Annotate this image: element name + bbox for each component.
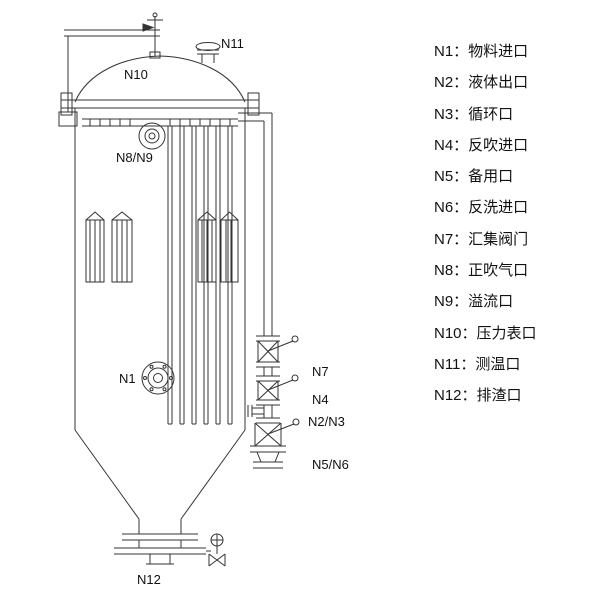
label-n5-n6: N5/N6 bbox=[312, 457, 349, 472]
tube-sheet bbox=[82, 118, 238, 127]
label-n12: N12 bbox=[137, 572, 161, 587]
legend-item-n12: N12：排渣口 bbox=[434, 387, 522, 405]
label-n7: N7 bbox=[312, 364, 329, 379]
valve-stack bbox=[247, 335, 300, 469]
legend-item-n1: N1：物料进口 bbox=[434, 43, 529, 60]
diagram-labels: N10 N11 N8/N9 N1 N7 N4 N2/N3 N5/N6 N12 bbox=[116, 36, 349, 587]
vessel-diagram: N10 N11 N8/N9 N1 N7 N4 N2/N3 N5/N6 N12 bbox=[58, 12, 349, 587]
legend-item-n9: N9：溢流口 bbox=[434, 293, 514, 311]
n1-flange bbox=[141, 361, 175, 395]
label-n1: N1 bbox=[119, 371, 136, 386]
bottom-outlet bbox=[114, 533, 226, 567]
legend-item-n2: N2：液体出口 bbox=[434, 74, 529, 92]
label-n11: N11 bbox=[221, 36, 244, 51]
vessel-head bbox=[74, 55, 246, 103]
davit-arm bbox=[58, 12, 163, 127]
tube-bundle bbox=[167, 126, 233, 425]
legend-item-n5: N5：备用口 bbox=[434, 168, 514, 186]
legend-item-n11: N11：测温口 bbox=[434, 355, 521, 373]
label-n2-n3: N2/N3 bbox=[308, 414, 345, 429]
legend-item-n6: N6：反洗进口 bbox=[434, 199, 529, 217]
filter-elements-right bbox=[197, 211, 239, 283]
legend-item-n4: N4：反吹进口 bbox=[434, 136, 529, 154]
cone-bottom bbox=[74, 429, 246, 534]
legend-item-n3: N3：循环口 bbox=[434, 105, 514, 123]
body-flange bbox=[60, 92, 260, 116]
label-n10: N10 bbox=[124, 67, 148, 82]
label-n4: N4 bbox=[312, 392, 329, 407]
filter-elements-left bbox=[85, 211, 133, 283]
legend-item-n10: N10：压力表口 bbox=[434, 324, 537, 342]
legend-item-n7: N7：汇集阀门 bbox=[434, 230, 529, 248]
outlet-pipe bbox=[238, 112, 273, 336]
n11-nozzle bbox=[195, 42, 221, 63]
nozzle-legend: N1：物料进口 N2：液体出口 N3：循环口 N4：反吹进口 N5：备用口 N6… bbox=[434, 36, 537, 412]
label-n8-n9: N8/N9 bbox=[116, 150, 153, 165]
vessel-shell bbox=[74, 108, 246, 430]
legend-item-n8: N8：正吹气口 bbox=[434, 262, 529, 280]
n8-n9-flange bbox=[138, 122, 166, 150]
